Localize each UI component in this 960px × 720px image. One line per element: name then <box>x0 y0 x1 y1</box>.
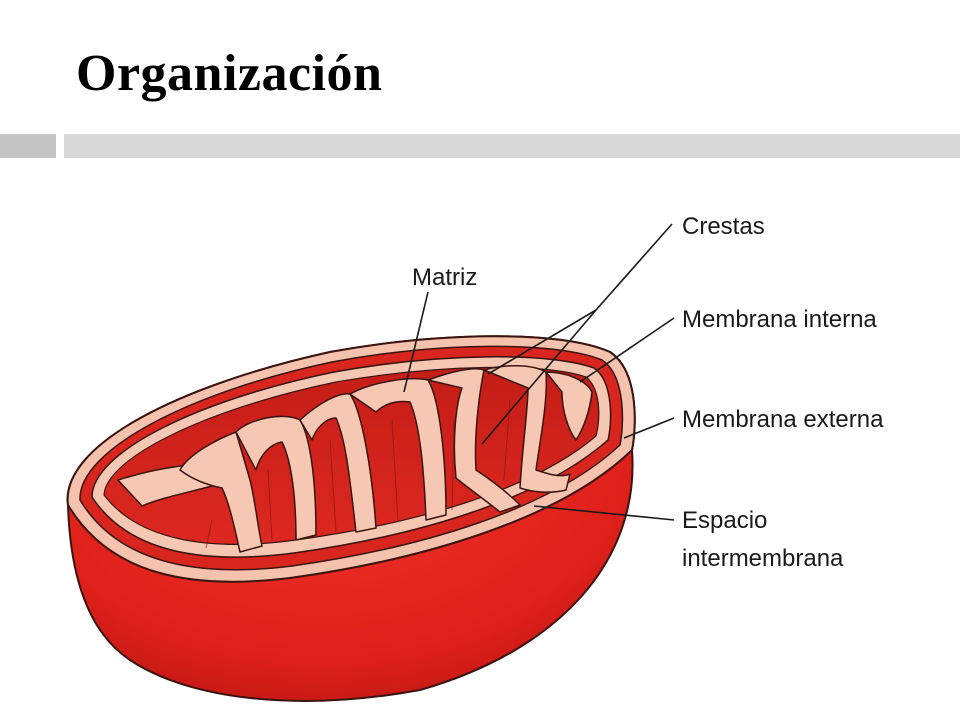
cristae-shading <box>205 399 511 549</box>
leader-lines <box>403 223 675 521</box>
crista-4 <box>299 393 377 533</box>
cristae-folds <box>117 364 593 553</box>
leader-matrix <box>403 291 429 393</box>
label-intermembrane-line1: Espacio <box>682 507 767 534</box>
title-accent-bar-short <box>0 134 56 158</box>
label-cristae: Crestas <box>682 213 765 240</box>
leader-inner-membrane <box>579 317 675 383</box>
label-matrix: Matriz <box>412 264 477 291</box>
crista-5 <box>349 378 447 521</box>
leader-outer-membrane <box>623 417 675 439</box>
label-inner-membrane: Membrana interna <box>682 306 877 333</box>
leader-cristae-b <box>487 309 597 375</box>
label-outer-membrane: Membrana externa <box>682 406 884 433</box>
crista-2 <box>179 431 263 553</box>
leader-cristae-a <box>595 223 673 311</box>
crista-3 <box>235 415 317 541</box>
title-accent-bar-long <box>64 134 960 158</box>
mitochondrion-diagram: Matriz Crestas Membrana interna Membrana… <box>66 213 884 702</box>
leader-intermembrane <box>533 505 675 521</box>
leader-cristae-c <box>481 309 597 445</box>
crista-8 <box>545 371 593 441</box>
slide-title: Organización <box>76 45 383 102</box>
label-intermembrane-line2: intermembrana <box>682 545 844 572</box>
